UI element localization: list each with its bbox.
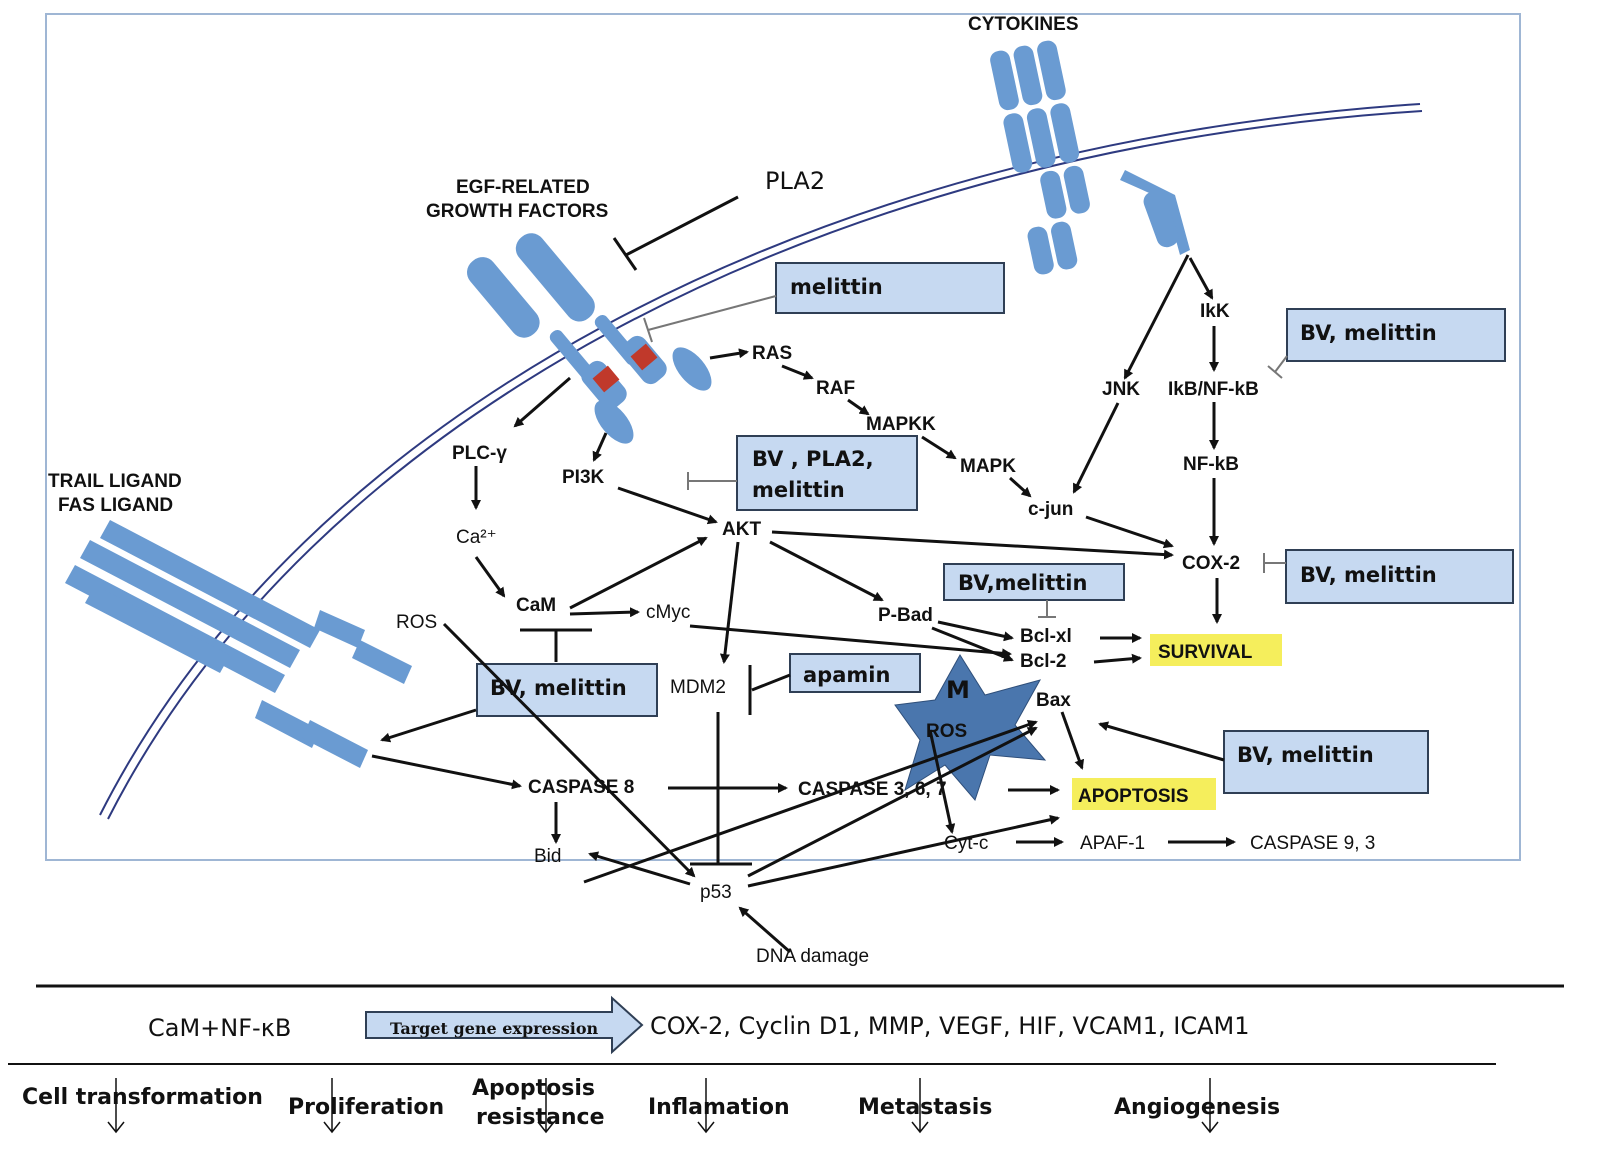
trail-label: TRAIL LIGAND [48, 471, 182, 492]
target-gene-label: Target gene expression [390, 1019, 599, 1038]
node-caspase93: CASPASE 9, 3 [1250, 833, 1375, 854]
node-ikk: IkK [1200, 301, 1230, 322]
node-nfkb: NF-kB [1183, 454, 1239, 475]
effect-angiogenesis: Angiogenesis [1114, 1095, 1280, 1120]
m-ros-star [894, 654, 1047, 801]
effect-apoptosis: Apoptosis [472, 1076, 595, 1101]
bv-melittin-bcl-box [943, 563, 1125, 601]
pla2-inhibit-bar [612, 237, 638, 271]
node-ros: ROS [396, 612, 437, 633]
bv-melittin-bax-text: BV, melittin [1237, 743, 1374, 767]
node-caspase367: CASPASE 3, 6, 7 [798, 779, 947, 800]
node-bcl2: Bcl-2 [1020, 651, 1066, 672]
node-cam: CaM [516, 595, 556, 616]
cam-nfkb-label: CaM+NF-κB [148, 1014, 291, 1042]
target-gene-arrow [365, 995, 644, 1055]
bv-melittin-cam-box [476, 663, 658, 717]
node-caspase8: CASPASE 8 [528, 777, 634, 798]
bv-melittin-cox-box [1285, 549, 1514, 604]
inhibition-lines [520, 628, 752, 866]
melittin-box [775, 262, 1005, 314]
cytokine-receptor [990, 40, 1190, 275]
apamin-box [789, 653, 921, 693]
apamin-text: apamin [803, 663, 890, 687]
melittin-inhibit-bar [643, 317, 653, 343]
node-plc: PLC-γ [452, 443, 507, 464]
node-bcl-xl: Bcl-xl [1020, 626, 1072, 647]
m-ros-label-ros: ROS [926, 721, 967, 742]
bv-melittin-bax-box [1223, 730, 1429, 794]
apoptosis-highlight [1072, 778, 1216, 810]
node-cox2: COX-2 [1182, 553, 1240, 574]
effect-cell-transformation: Cell transformation [22, 1085, 263, 1110]
node-akt: AKT [722, 519, 761, 540]
melittin-inhibit-line [647, 295, 777, 331]
trail-fas-receptor [65, 520, 412, 768]
bv-melittin-ikb-box [1286, 308, 1506, 362]
node-raf: RAF [816, 378, 855, 399]
bv-pla2-text-1: BV , PLA2, [752, 447, 874, 471]
cell-boundary [45, 13, 1521, 861]
gene-list: COX-2, Cyclin D1, MMP, VEGF, HIF, VCAM1,… [650, 1012, 1250, 1040]
effect-proliferation: Proliferation [288, 1095, 444, 1120]
node-bax: Bax [1036, 690, 1071, 711]
mdm2-inhibit-line [751, 673, 791, 692]
node-c-jun: c-jun [1028, 499, 1073, 520]
bv-melittin-bcl-text: BV,melittin [958, 571, 1087, 595]
node-dna-damage: DNA damage [756, 946, 869, 967]
node-jnk: JNK [1102, 379, 1140, 400]
node-apaf1: APAF-1 [1080, 833, 1145, 854]
bv-pla2-text-2: melittin [752, 478, 845, 502]
m-ros-label-m: M [946, 676, 970, 704]
egf-label-1: EGF-RELATED [456, 177, 590, 198]
melittin-box-text: melittin [790, 275, 883, 299]
bv-melittin-cox-text: BV, melittin [1300, 563, 1437, 587]
node-p-bad: P-Bad [878, 605, 933, 626]
egf-label-2: GROWTH FACTORS [426, 201, 608, 222]
survival-label: SURVIVAL [1158, 642, 1253, 663]
node-p53: p53 [700, 882, 732, 903]
node-ikb-nfkb: IkB/NF-kB [1168, 379, 1259, 400]
effect-inflamation: Inflamation [648, 1095, 790, 1120]
node-bid: Bid [534, 846, 561, 867]
node-ca: Ca²⁺ [456, 527, 497, 548]
node-cyt-c: Cyt-c [944, 833, 988, 854]
survival-highlight [1150, 634, 1282, 666]
ikb-inhibit-line [1274, 355, 1288, 373]
ikb-inhibit-bar [1267, 365, 1283, 379]
fas-label: FAS LIGAND [58, 495, 173, 516]
node-mapk: MAPK [960, 456, 1016, 477]
egf-receptor [467, 233, 712, 444]
bv-pla2-melittin-box [736, 435, 918, 511]
node-cmyc: cMyc [646, 602, 690, 623]
bv-melittin-cam-text: BV, melittin [490, 676, 627, 700]
effects-row: Cell transformation Proliferation Apopto… [22, 1076, 1280, 1134]
node-pi3k: PI3K [562, 467, 605, 488]
node-ras: RAS [752, 343, 792, 364]
pla2-label: PLA2 [765, 167, 825, 195]
node-mapkk: MAPKK [866, 414, 936, 435]
effect-metastasis: Metastasis [858, 1095, 992, 1120]
node-mdm2: MDM2 [670, 677, 726, 698]
bv-melittin-ikb-text: BV, melittin [1300, 321, 1437, 345]
apoptosis-label: APOPTOSIS [1078, 786, 1189, 807]
pla2-inhibit-line [625, 195, 739, 257]
pathway-arrows [371, 254, 1236, 954]
cytokines-label: CYTOKINES [968, 14, 1079, 35]
effect-resistance: resistance [476, 1105, 605, 1130]
